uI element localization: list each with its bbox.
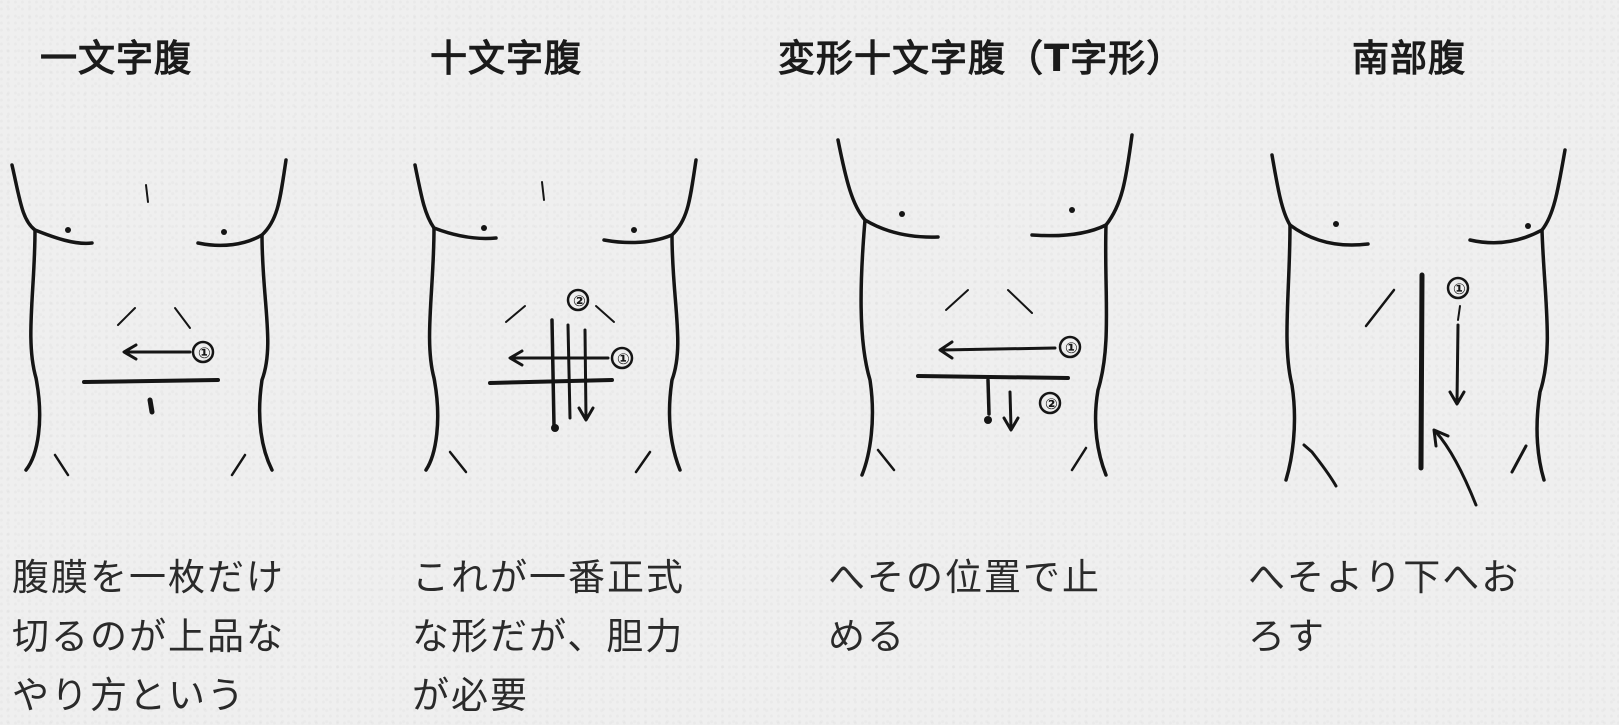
nipple-mark: [631, 227, 637, 233]
nipple-mark: [65, 227, 71, 233]
step-marker: ②: [573, 292, 586, 310]
step-marker: ②: [1045, 395, 1058, 413]
caption-line: これが一番正式: [412, 548, 685, 607]
nipple-mark: [481, 225, 487, 231]
torso-figure: ①: [1240, 130, 1619, 510]
nipple-mark: [1525, 223, 1531, 229]
nipple-mark: [1069, 207, 1075, 213]
caption-line: な形だが、胆力: [412, 607, 685, 666]
panel-jumonji: 十文字腹 ① ②: [400, 0, 800, 724]
step-marker: ①: [617, 350, 630, 368]
torso-figure: ① ②: [810, 130, 1230, 510]
panel-title: 南部腹: [1352, 28, 1466, 82]
direction-arrow: [1010, 392, 1011, 428]
step-marker: ①: [198, 344, 211, 362]
incision-line: [918, 376, 1068, 378]
caption-line: ろす: [1248, 607, 1520, 666]
direction-arrow: [942, 348, 1055, 350]
torso-diagram: ① ②: [810, 130, 1230, 510]
panel-title: 十文字腹: [430, 28, 582, 82]
torso-figure: ① ②: [400, 130, 800, 510]
incision-line: [988, 380, 989, 414]
pointer-arrow: [1436, 432, 1476, 505]
nipple-mark: [899, 211, 905, 217]
caption-line: やり方という: [12, 666, 285, 725]
incision-line: [1421, 275, 1422, 468]
panel-ichimonji: 一文字腹 ①: [0, 0, 390, 724]
caption-line: 腹膜を一枚だけ: [12, 548, 285, 607]
caption-line: 切るのが上品な: [12, 607, 285, 666]
navel-mark: [150, 400, 152, 412]
nipple-mark: [221, 229, 227, 235]
step-marker: ①: [1453, 280, 1466, 298]
torso-diagram: ①: [1240, 130, 1619, 510]
step-marker: ①: [1065, 339, 1078, 357]
incision-line: [84, 380, 218, 382]
panel-title: 一文字腹: [40, 28, 192, 82]
incision-line: [490, 380, 612, 383]
direction-arrow: [585, 330, 586, 418]
direction-arrow: [1457, 325, 1458, 402]
torso-figure: ①: [0, 130, 390, 510]
caption-line: へそより下へお: [1248, 548, 1520, 607]
incision-line: [552, 320, 554, 426]
caption: へそより下へお ろす: [1248, 548, 1520, 666]
caption-line: める: [828, 607, 1101, 666]
torso-diagram: ① ②: [400, 130, 800, 510]
caption-line: へその位置で止: [828, 548, 1101, 607]
caption-line: が必要: [412, 666, 685, 725]
torso-diagram: ①: [0, 130, 390, 510]
caption: へその位置で止 める: [828, 548, 1101, 666]
caption: 腹膜を一枚だけ 切るのが上品な やり方という: [12, 548, 285, 725]
caption: これが一番正式 な形だが、胆力 が必要: [412, 548, 685, 725]
panel-title: 変形十文字腹（T字形）: [778, 28, 1184, 82]
nipple-mark: [1333, 221, 1339, 227]
panel-henkei-jumonji: 変形十文字腹（T字形） ① ②: [810, 0, 1230, 724]
panel-nanbu: 南部腹 ① へそより下へお ろす: [1240, 0, 1619, 724]
